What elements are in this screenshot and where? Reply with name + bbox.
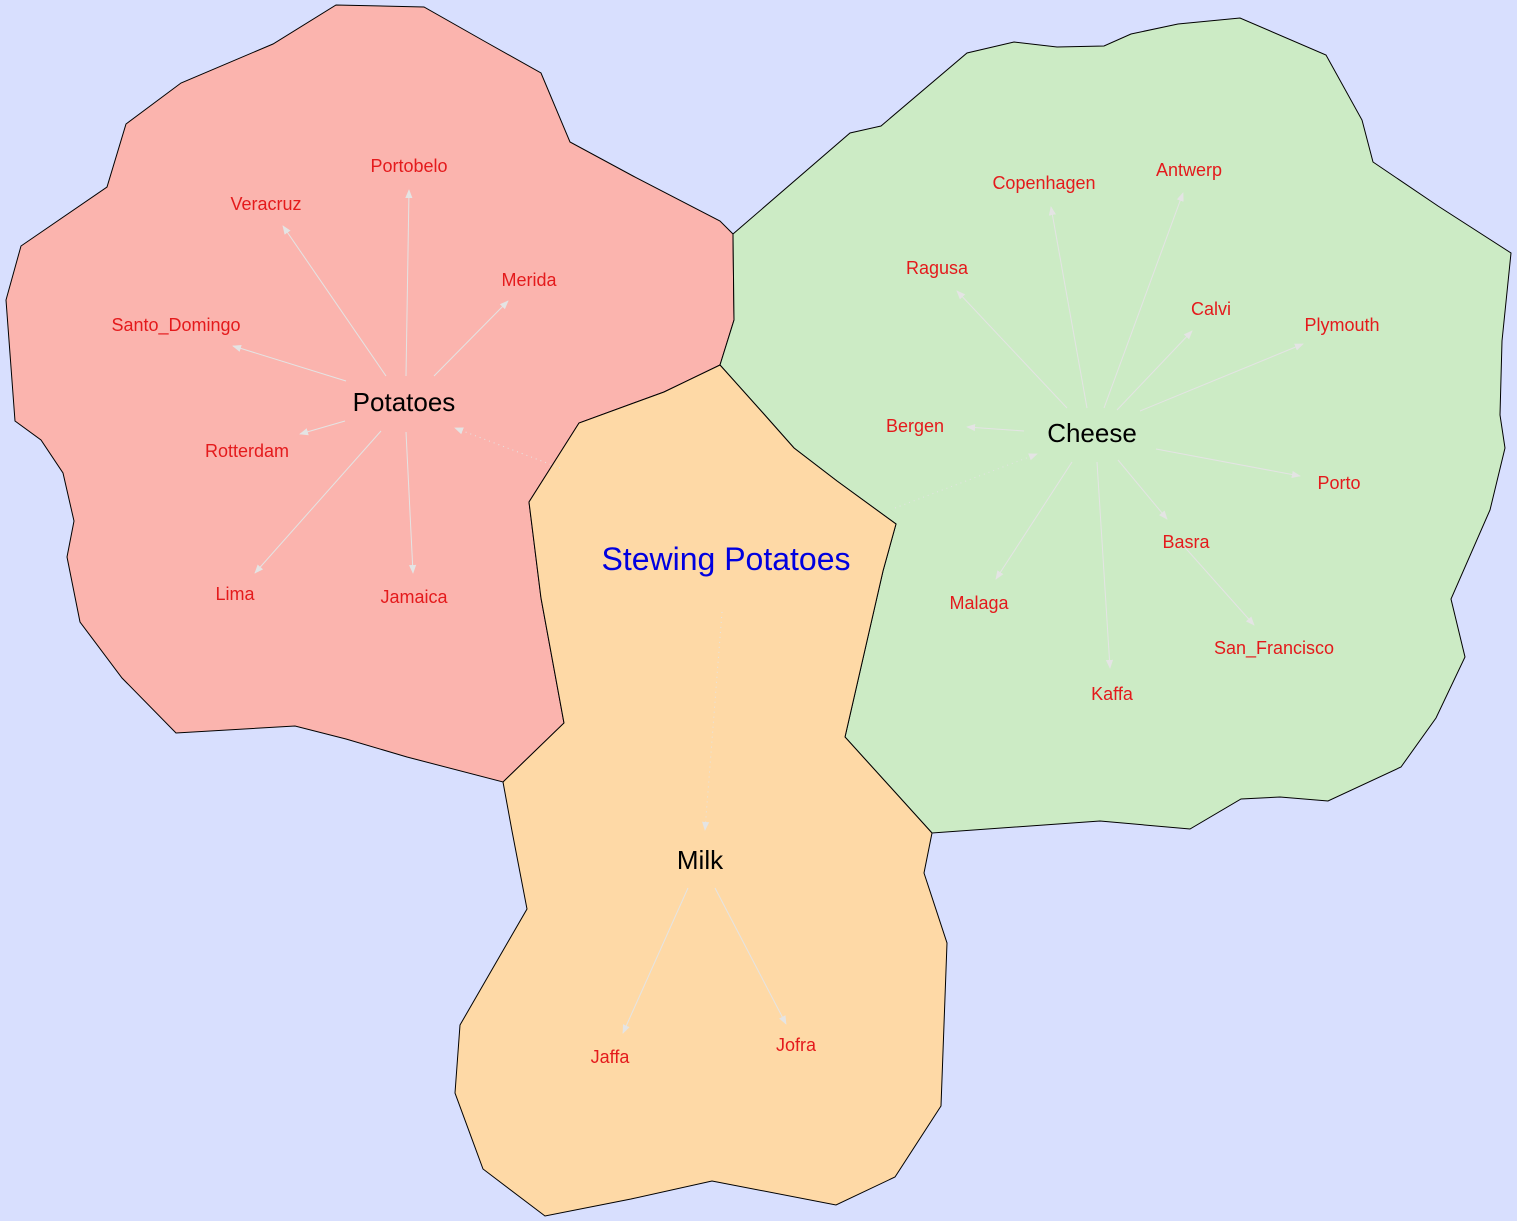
leaf-jaffa[interactable]: Jaffa: [591, 1047, 631, 1067]
edge-milk-jaffa: [622, 887, 689, 1034]
edge-cheese-copenhagen: [1048, 206, 1088, 409]
leaf-ragusa[interactable]: Ragusa: [906, 258, 969, 278]
leaf-bergen[interactable]: Bergen: [886, 416, 944, 436]
edge-cheese-kaffa: [1096, 461, 1114, 669]
leaf-basra[interactable]: Basra: [1162, 532, 1210, 552]
region-potatoes[interactable]: [5, 4, 735, 783]
edge-stewing-cheese: [894, 453, 1038, 509]
leaf-merida[interactable]: Merida: [501, 270, 557, 290]
map-title: Stewing Potatoes: [601, 541, 850, 577]
leaf-jamaica[interactable]: Jamaica: [380, 587, 448, 607]
edge-potatoes-veracruz: [282, 225, 387, 377]
edge-cheese-plymouth: [1139, 343, 1304, 412]
edge-cheese-ragusa: [956, 290, 1068, 409]
edge-cheese-calvi: [1116, 330, 1193, 411]
edge-cheese-bergen: [966, 423, 1025, 432]
region-stewing-potatoes[interactable]: [454, 364, 948, 1217]
leaf-san-francisco[interactable]: San_Francisco: [1214, 638, 1334, 659]
hub-cheese[interactable]: Cheese: [1047, 418, 1137, 448]
edge-milk-jofra: [714, 887, 787, 1025]
edge-potatoes-santo-domingo: [232, 344, 347, 382]
edge-potatoes-merida: [433, 300, 509, 377]
edge-cheese-antwerp: [1103, 192, 1184, 409]
leaf-antwerp[interactable]: Antwerp: [1156, 160, 1222, 180]
edge-cheese-basra: [1117, 459, 1168, 520]
leaf-copenhagen[interactable]: Copenhagen: [992, 173, 1095, 193]
leaf-porto[interactable]: Porto: [1317, 473, 1360, 493]
hub-potatoes[interactable]: Potatoes: [353, 387, 456, 417]
hub-milk[interactable]: Milk: [677, 845, 724, 875]
leaf-malaga[interactable]: Malaga: [949, 593, 1009, 613]
edge-potatoes-jamaica: [405, 431, 417, 574]
leaf-calvi[interactable]: Calvi: [1191, 299, 1231, 319]
edge-cheese-san-francisco: [1180, 542, 1255, 626]
edge-potatoes-rotterdam: [299, 420, 346, 436]
leaf-santo-domingo[interactable]: Santo_Domingo: [111, 315, 240, 336]
edge-cheese-porto: [1155, 448, 1301, 479]
leaf-rotterdam[interactable]: Rotterdam: [205, 441, 289, 461]
leaf-portobelo[interactable]: Portobelo: [370, 156, 447, 176]
leaf-jofra[interactable]: Jofra: [776, 1035, 817, 1055]
edge-cheese-malaga: [995, 461, 1073, 580]
edge-potatoes-portobelo: [405, 189, 413, 377]
leaf-veracruz[interactable]: Veracruz: [230, 194, 301, 214]
leaf-plymouth[interactable]: Plymouth: [1304, 315, 1379, 335]
edge-potatoes-lima: [254, 430, 382, 574]
leaf-lima[interactable]: Lima: [215, 584, 255, 604]
leaf-kaffa[interactable]: Kaffa: [1091, 684, 1134, 704]
